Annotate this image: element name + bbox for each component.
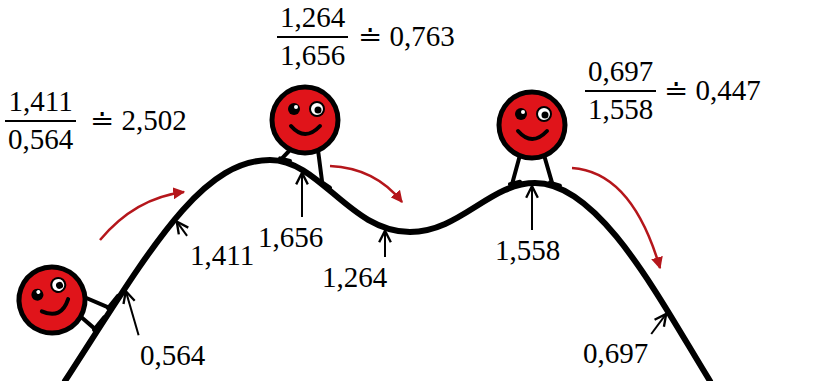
height-value: 1,656 [258, 222, 323, 254]
mouth [291, 126, 320, 134]
fraction-stack: 0,6971,558 [585, 56, 656, 126]
leg [80, 316, 104, 330]
leg [510, 155, 520, 184]
height-value: 1,264 [322, 262, 387, 294]
ratio-result: ≐ 2,502 [90, 105, 187, 137]
ratio-result: ≐ 0,763 [358, 21, 455, 53]
motion-arrow [572, 168, 660, 268]
fraction-stack: 1,2641,656 [277, 2, 348, 72]
pupil [315, 107, 322, 114]
leader-line [651, 314, 666, 334]
denominator: 1,656 [277, 38, 348, 72]
foot-line [550, 183, 560, 186]
leaders [126, 173, 666, 335]
foot-line [108, 296, 118, 308]
eye [537, 107, 551, 121]
fraction: 1,4110,564 ≐ 2,502 [5, 86, 187, 156]
leg [318, 150, 330, 188]
motion-arrow [330, 166, 402, 202]
height-value: 0,697 [583, 338, 648, 370]
eye [310, 102, 324, 116]
fraction-stack: 1,4110,564 [5, 86, 76, 156]
numerator: 0,697 [585, 56, 656, 92]
legs [80, 150, 560, 330]
eye-highlight [521, 110, 525, 114]
leg [84, 296, 118, 308]
leader-line [384, 231, 386, 257]
foot-line [280, 158, 290, 160]
face [8, 256, 96, 344]
smiley-face [499, 92, 565, 158]
leg-line [84, 297, 110, 308]
foot-line [510, 182, 520, 184]
fraction: 1,2641,656 ≐ 0,763 [277, 2, 455, 72]
leg-line [512, 155, 520, 184]
eye [288, 103, 300, 115]
leg-line [544, 155, 552, 183]
hill-curve [65, 160, 710, 381]
leg-line [318, 150, 322, 181]
numerator: 1,264 [277, 2, 348, 38]
leader-line [301, 173, 303, 217]
height-value: 1,411 [190, 240, 254, 272]
leader-line [531, 186, 533, 230]
eye [29, 287, 45, 303]
fraction: 0,6971,558≐ 0,447 [585, 56, 761, 126]
smiley-face [272, 87, 338, 153]
ratio-result: ≐ 0,447 [664, 75, 761, 107]
motion-arrow [100, 192, 184, 240]
height-value: 0,564 [140, 340, 205, 372]
mouth [42, 299, 72, 319]
foot-line [320, 181, 330, 188]
denominator: 1,558 [585, 92, 656, 126]
foot-line [94, 317, 104, 329]
leg [544, 155, 560, 186]
height-value: 1,558 [495, 235, 560, 267]
numerator: 1,411 [5, 86, 76, 122]
leg [280, 150, 290, 161]
eye-highlight [36, 289, 41, 294]
eye [515, 108, 527, 120]
pupil [55, 281, 64, 290]
face [272, 87, 338, 153]
denominator: 0,564 [5, 122, 76, 156]
eye-highlight [294, 105, 298, 109]
smiley-face [8, 256, 96, 344]
eye [49, 276, 68, 295]
mouth [518, 131, 547, 139]
leader-line [126, 291, 139, 335]
leader-line [177, 222, 187, 236]
pupil [542, 112, 549, 119]
face [499, 92, 565, 158]
